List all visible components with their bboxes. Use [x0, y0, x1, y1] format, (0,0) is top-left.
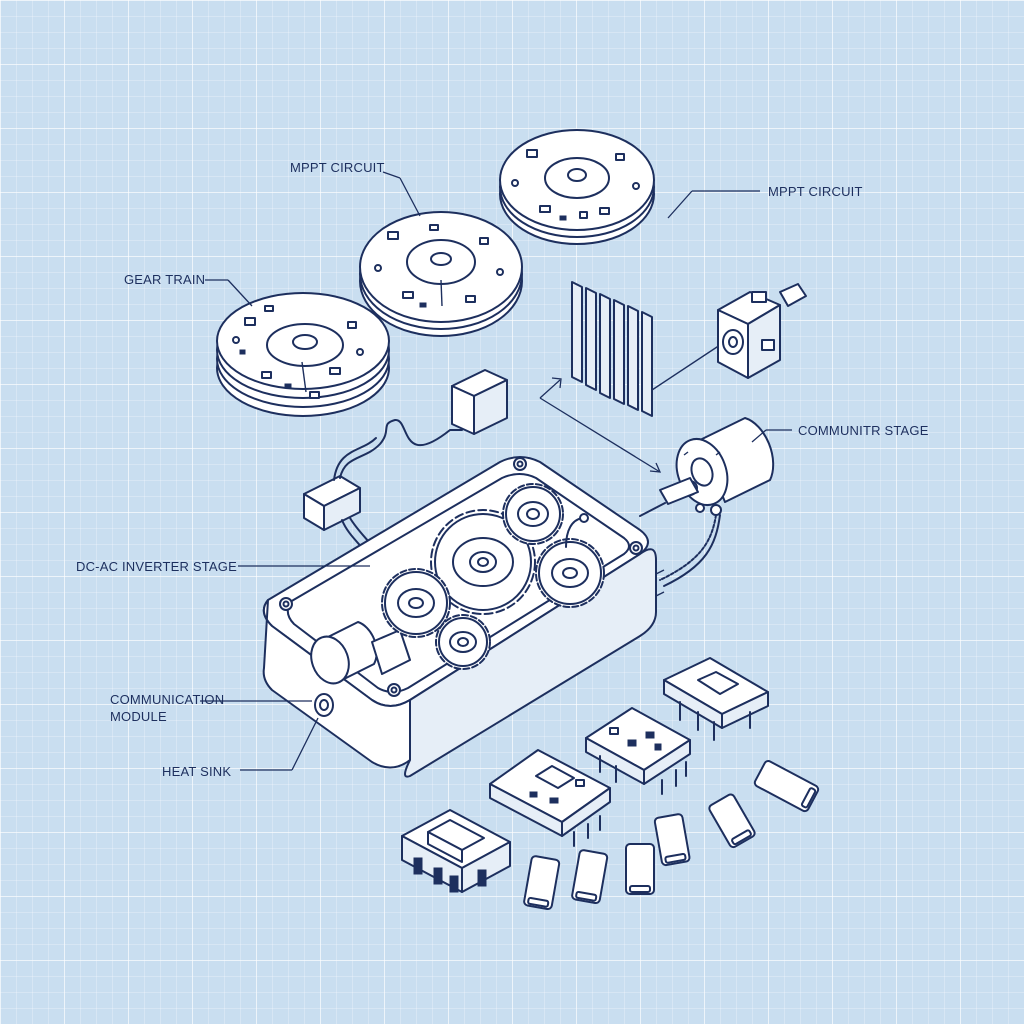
leader-lines: [200, 171, 792, 771]
label-module: MODULE: [110, 709, 167, 724]
connector-block-top: [717, 283, 807, 379]
mppt-disk-middle: [359, 211, 523, 337]
label-gear-train: GEAR TRAIN: [124, 272, 206, 287]
terminal-blocks: [523, 760, 820, 911]
label-mppt-circuit-right: MPPT CIRCUIT: [768, 184, 863, 199]
small-module-board-top: [663, 657, 769, 741]
label-communication: COMMUNICATION: [110, 692, 225, 707]
label-mppt-circuit-left: MPPT CIRCUIT: [290, 160, 385, 175]
plug-connector: [303, 419, 463, 599]
label-communitr-stage: COMMUNITR STAGE: [798, 423, 929, 438]
module-board-lower: [489, 749, 611, 847]
gear-assembly: [381, 483, 605, 670]
mppt-disk-top: [499, 129, 655, 245]
module-board-middle: [585, 707, 691, 795]
gear-train-disk: [216, 292, 390, 417]
relay-block: [401, 809, 511, 893]
communication-stage-motor: [659, 417, 775, 516]
label-dc-ac-inverter-stage: DC-AC INVERTER STAGE: [76, 559, 237, 574]
small-capacitor-block: [451, 369, 508, 435]
label-heat-sink: HEAT SINK: [162, 764, 232, 779]
heat-sink-fins: [571, 281, 721, 417]
